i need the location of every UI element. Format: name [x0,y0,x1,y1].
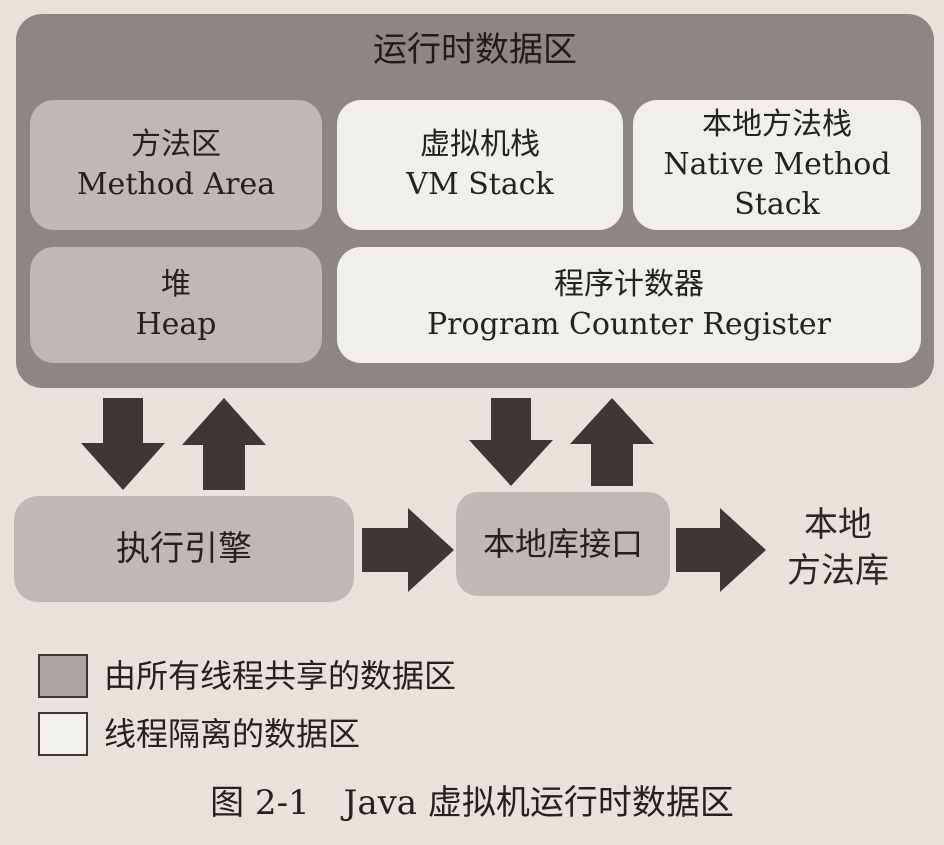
figure-caption: 图 2-1 Java 虚拟机运行时数据区 [210,783,734,823]
legend-shared-label: 由所有线程共享的数据区 [104,657,457,695]
native-method-stack-box: 本地方法栈 Native Method Stack [633,100,921,230]
native-library-line2: 方法库 [787,551,889,591]
arrow-up-left-icon [182,398,266,490]
heap-box: 堆 Heap [30,247,322,363]
native-method-stack-en-line2: Stack [734,187,820,222]
native-method-stack-en-line1: Native Method [663,147,891,182]
arrow-up-right-icon [570,398,654,486]
method-area-zh: 方法区 [131,127,221,162]
legend-shared-swatch [38,654,88,698]
native-method-stack-zh: 本地方法栈 [702,107,852,142]
program-counter-register-en: Program Counter Register [426,307,832,342]
arrow-down-left-icon [81,398,165,490]
native-interface-label: 本地库接口 [482,525,643,563]
program-counter-register-box: 程序计数器 Program Counter Register [337,247,921,363]
execution-engine-label: 执行引擎 [116,529,252,569]
arrow-down-right-icon [469,398,553,486]
vm-stack-en: VM Stack [406,167,554,202]
heap-zh: 堆 [161,267,191,302]
method-area-box: 方法区 Method Area [30,100,322,230]
legend-isolated-label: 线程隔离的数据区 [104,715,361,753]
native-library-line1: 本地 [804,505,872,545]
native-interface-box: 本地库接口 [456,492,670,596]
runtime-data-area-title: 运行时数据区 [373,30,577,70]
arrow-right-library-icon [676,508,766,592]
vm-stack-box: 虚拟机栈 VM Stack [337,100,623,230]
native-library-label: 本地 方法库 [768,500,908,596]
legend-isolated-swatch [38,712,88,756]
execution-engine-box: 执行引擎 [14,496,354,602]
program-counter-register-zh: 程序计数器 [554,267,704,302]
heap-en: Heap [135,307,217,342]
method-area-en: Method Area [76,167,276,202]
arrow-right-engine-icon [362,508,454,592]
vm-stack-zh: 虚拟机栈 [420,127,540,162]
